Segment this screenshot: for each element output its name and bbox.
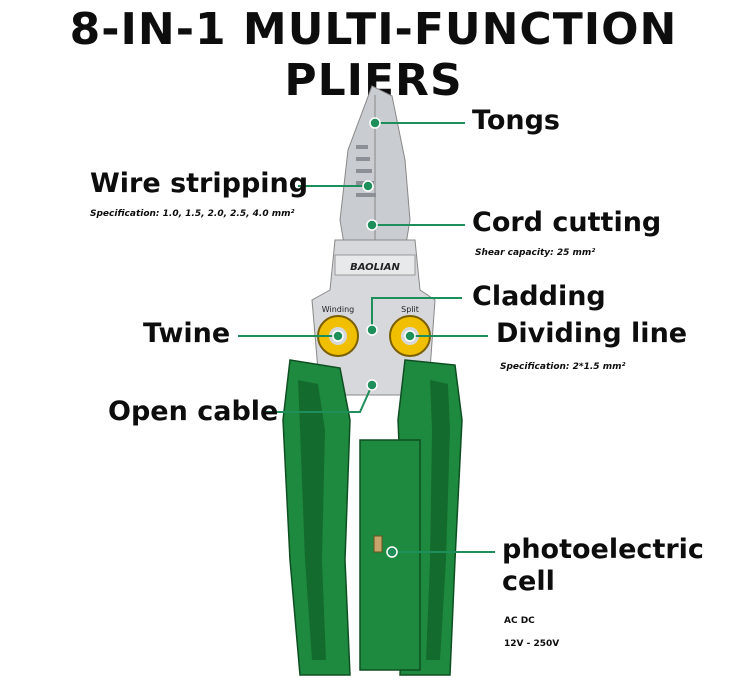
label-dividing-line: Dividing line	[496, 318, 688, 349]
label-wire-spec: Specification: 1.0, 1.5, 2.0, 2.5, 4.0 m…	[90, 209, 295, 219]
label-cell: cell	[502, 566, 555, 597]
page-title: 8-IN-1 MULTI-FUNCTION PLIERS	[69, 4, 678, 106]
label-photoelectric: photoelectric	[502, 534, 704, 565]
callout-dots	[332, 117, 416, 558]
label-tongs: Tongs	[472, 105, 561, 136]
label-open-cable: Open cable	[108, 396, 279, 427]
label-wire-stripping: Wire stripping	[90, 168, 309, 199]
label-dividing-spec: Specification: 2*1.5 mm²	[500, 362, 626, 372]
label-shear-capacity: Shear capacity: 25 mm²	[475, 248, 596, 258]
split-tag: Split	[401, 305, 419, 314]
label-voltage: 12V - 250V	[504, 639, 560, 649]
brand-plate	[334, 254, 416, 276]
winding-tag: Winding	[322, 305, 354, 314]
label-cord-cutting: Cord cutting	[472, 207, 662, 238]
label-acdc: AC DC	[504, 616, 535, 626]
brand-text: BAOLIAN	[350, 262, 400, 273]
label-twine: Twine	[143, 318, 231, 349]
label-cladding: Cladding	[472, 281, 606, 312]
callout-lines	[238, 122, 495, 553]
